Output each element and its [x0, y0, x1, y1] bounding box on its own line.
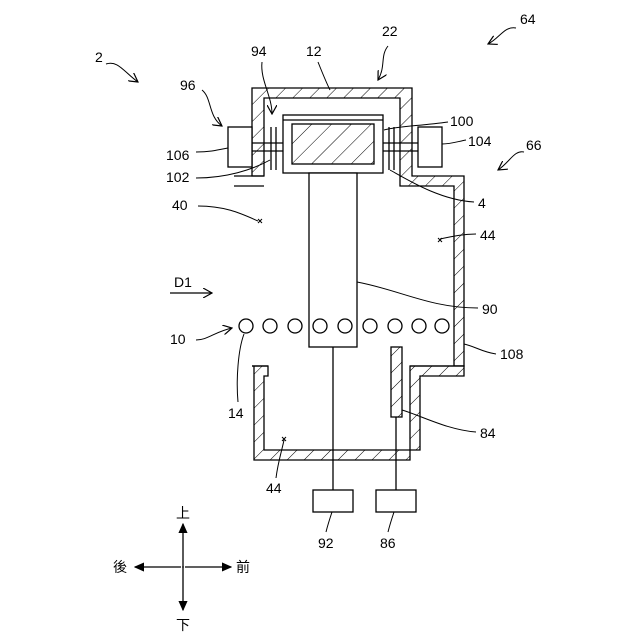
label-92: 92 — [318, 535, 334, 551]
direction-down: 下 — [176, 618, 190, 634]
label-102: 102 — [166, 169, 190, 185]
label-40: 40 — [172, 197, 188, 213]
label-66: 66 — [526, 137, 542, 153]
label-86: 86 — [380, 535, 396, 551]
label-90: 90 — [482, 301, 498, 317]
label-22: 22 — [382, 23, 398, 39]
label-100: 100 — [450, 113, 474, 129]
label-12: 12 — [306, 43, 322, 59]
direction-up: 上 — [176, 506, 190, 522]
label-10: 10 — [170, 331, 186, 347]
label-104: 104 — [468, 133, 492, 149]
lower-housing-wall — [252, 366, 464, 460]
motor-box-86 — [376, 490, 416, 512]
label-44-upper: 44 — [480, 227, 496, 243]
label-106: 106 — [166, 147, 190, 163]
label-96: 96 — [180, 77, 196, 93]
motor-box-92 — [313, 490, 353, 512]
label-108: 108 — [500, 346, 524, 362]
label-94: 94 — [251, 43, 267, 59]
direction-front: 前 — [236, 559, 250, 576]
holder-assembly — [283, 115, 383, 173]
sample-block — [292, 124, 374, 164]
plate-84 — [391, 347, 402, 417]
actuator-box-106 — [228, 127, 252, 167]
actuator-box-104 — [418, 127, 442, 167]
label-4: 4 — [478, 195, 486, 211]
direction-labels: 上 下 後 前 — [113, 506, 250, 634]
direction-cross — [135, 524, 231, 610]
label-d1: D1 — [174, 274, 192, 290]
direction-back: 後 — [113, 560, 127, 576]
label-84: 84 — [480, 425, 496, 441]
label-44-lower: 44 — [266, 480, 282, 496]
label-14: 14 — [228, 405, 244, 421]
label-64: 64 — [520, 11, 536, 27]
label-2: 2 — [95, 49, 103, 65]
